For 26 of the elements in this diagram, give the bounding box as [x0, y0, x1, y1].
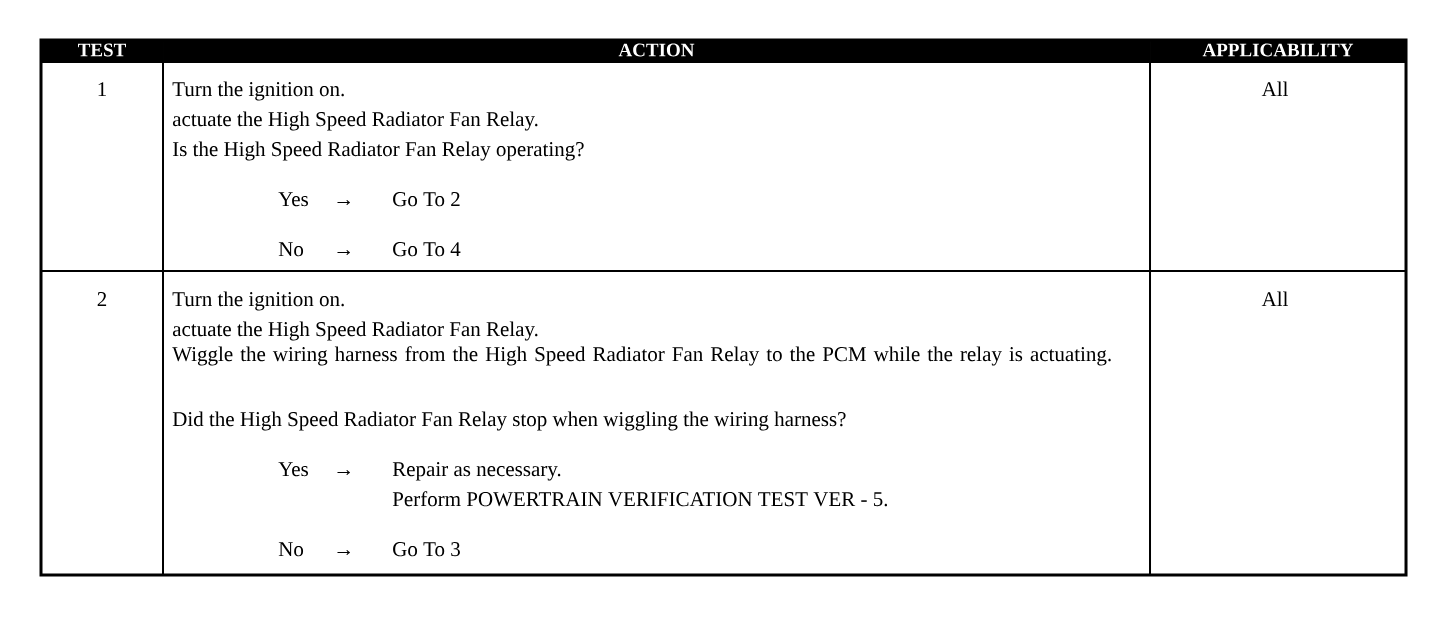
cell-text: Yes: [278, 462, 308, 477]
cell-text: Turn the ignition on.: [172, 291, 344, 311]
cell-text: 2: [97, 292, 107, 306]
cell-text: Go To 4: [393, 242, 461, 257]
cell-text: Go To 3: [393, 542, 460, 557]
cell-text: →: [337, 200, 350, 205]
cell-text: 1: [98, 82, 106, 96]
cell-text: actuate the High Speed Radiator Fan Relay.: [172, 111, 538, 131]
cell-text: No: [278, 542, 304, 557]
cell-text: Perform POWERTRAIN VERIFICATION TEST VER - 5.: [392, 491, 888, 507]
cell-text: All: [1261, 291, 1288, 306]
cell-text: →: [337, 550, 350, 555]
cell-text: Go To 2: [393, 192, 460, 207]
cell-text: Is the High Speed Radiator Fan Relay operating?: [172, 141, 584, 161]
cell-text: Did the High Speed Radiator Fan Relay stop when wiggling the wiring harness?: [172, 411, 846, 431]
cell-text: Turn the ignition on.: [172, 81, 344, 101]
column-header: TEST: [41, 40, 163, 63]
cell-text: Wiggle the wiring harness from the High Speed Radiator Fan Relay to the PCM while the relay is actuating.: [172, 346, 1111, 366]
cell-text: Repair as necessary.: [392, 462, 561, 481]
cell-text: Yes: [278, 192, 308, 207]
cell-text: No: [278, 242, 304, 257]
column-header: APPLICABILITY: [1150, 40, 1406, 63]
cell-text: All: [1261, 81, 1288, 96]
cell-text: →: [337, 470, 350, 475]
cell-text: actuate the High Speed Radiator Fan Relay.: [172, 321, 538, 341]
cell-text: →: [337, 250, 350, 255]
